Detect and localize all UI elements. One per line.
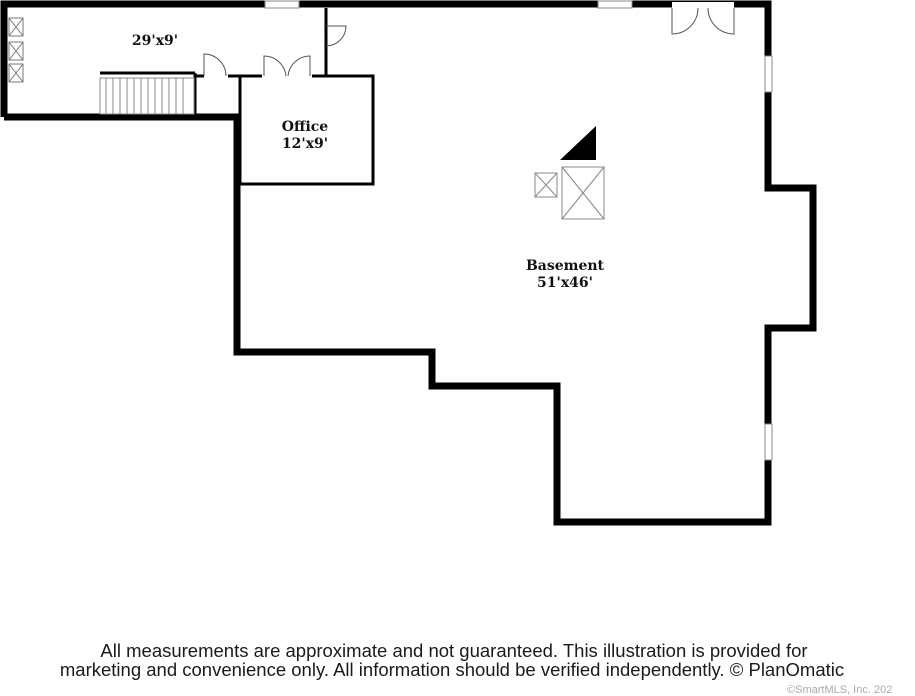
storage-shelves [8,17,24,83]
interior-walls [100,8,375,186]
stair-room-dimensions: 29'x9' [132,33,178,49]
window [764,423,773,461]
window [764,55,773,93]
office-label: Office [282,119,329,135]
copyright-watermark: ©SmartMLS, Inc. 202 [787,684,893,696]
disclaimer-line-1: All measurements are approximate and not… [100,640,808,661]
mechanical-equipment [534,126,605,220]
window [264,0,300,9]
basement-dimensions: 51'x46' [537,275,593,291]
window [597,0,633,9]
stairs [99,77,195,115]
disclaimer-line-2: marketing and convenience only. All info… [59,659,845,680]
doors [203,2,735,79]
office-dimensions: 12'x9' [282,136,328,152]
basement-label: Basement [526,258,605,274]
windows [264,0,773,461]
compass-triangle-icon [560,126,596,160]
